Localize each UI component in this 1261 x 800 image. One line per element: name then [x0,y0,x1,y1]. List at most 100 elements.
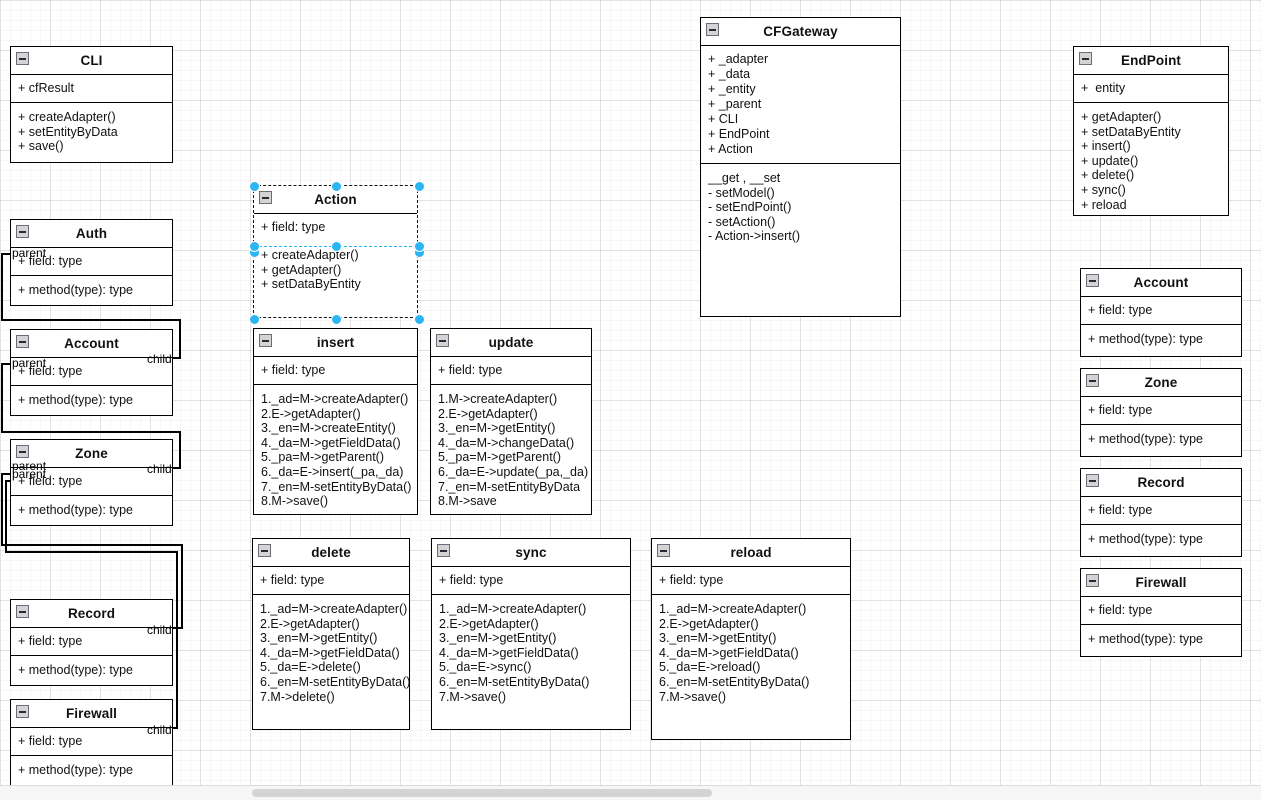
edge-label-auth-parent: parent [12,246,47,260]
operation-row: + setDataByEntity [1081,124,1181,139]
class-name-label: Account [1133,275,1189,290]
class-box-firewall-left[interactable]: Firewall+ field: type+ method(type): typ… [10,699,173,786]
resize-handle-mid-0[interactable] [248,240,260,252]
attribute-row: + field: type [439,573,504,587]
operation-row: 1.M->createAdapter() [438,392,558,406]
attribute-row: + field: type [18,634,83,648]
class-box-zone-right[interactable]: Zone+ field: type+ method(type): type [1080,368,1242,457]
class-title-bar: insert [254,329,417,357]
attribute-row: + Action [708,142,753,156]
class-name-label: Auth [75,226,108,241]
collapse-minus-icon[interactable] [16,225,29,238]
collapse-minus-icon[interactable] [16,52,29,65]
class-name-label: Action [314,192,357,207]
collapse-minus-icon[interactable] [259,191,272,204]
operation-row: 2.E->getAdapter() [439,616,539,631]
operation-row: 4._da=M->getFieldData() [439,645,579,660]
collapse-minus-icon[interactable] [258,544,271,557]
operation-row: + sync() [1081,182,1126,197]
resize-handle-mid-1[interactable] [331,240,342,252]
class-title-bar: delete [253,539,409,567]
attributes-compartment: + field: type [432,567,630,595]
operation-row: 5._da=E->sync() [439,660,532,675]
resize-handle-mid-2[interactable] [413,240,425,252]
collapse-minus-icon[interactable] [259,334,272,347]
class-box-reload[interactable]: reload + field: type 1._ad=M->createAdapte… [651,538,851,740]
operations-compartment: + method(type): type [11,276,172,304]
operations-compartment: + method(type): type [1081,625,1241,653]
attributes-compartment: + field: type [254,214,417,241]
operation-row: 5._pa=M->getParent() [438,450,561,465]
class-box-auth[interactable]: Auth+ field: type+ method(type): type [10,219,173,306]
horizontal-scrollbar[interactable] [0,785,1261,800]
class-box-firewall-right[interactable]: Firewall+ field: type+ method(type): typ… [1080,568,1242,657]
class-box-cfgateway[interactable]: CFGateway+ _adapter+ _data+ _entity+ _pa… [700,17,901,317]
collapse-minus-icon[interactable] [1079,52,1092,65]
collapse-minus-icon[interactable] [437,544,450,557]
operation-row: 2.E->getAdapter() [260,616,360,631]
attribute-row: + field: type [18,734,83,748]
resize-handle-sw[interactable] [248,313,260,325]
attributes-compartment: + entity [1074,75,1228,103]
class-name-label: CFGateway [763,24,838,39]
edge-label-account-child: child [147,352,172,366]
horizontal-scrollbar-thumb[interactable] [252,789,712,797]
class-title-bar: EndPoint [1074,47,1228,75]
class-title-bar: Zone [1081,369,1241,397]
operations-compartment: 1._ad=M->createAdapter()2.E->getAdapter(… [652,595,850,710]
operation-row: 6._en=M-setEntityByData() [439,674,590,689]
operation-row: __get , __set [708,171,781,185]
class-name-label: reload [730,545,772,560]
class-name-label: insert [316,335,355,350]
attributes-compartment: + field: type [1081,297,1241,325]
operation-row: 1._ad=M->createAdapter() [260,602,408,616]
operations-compartment: + getAdapter()+ setDataByEntity+ insert(… [1074,103,1228,218]
attribute-row: + EndPoint [708,127,770,141]
class-box-record-left[interactable]: Record+ field: type+ method(type): type [10,599,173,686]
operation-row: 7.M->save() [659,689,727,704]
collapse-minus-icon[interactable] [706,23,719,36]
operation-row: 2.E->getAdapter() [438,406,538,421]
class-name-label: update [488,335,534,350]
collapse-minus-icon[interactable] [436,334,449,347]
attribute-row: + field: type [1088,503,1153,517]
collapse-minus-icon[interactable] [1086,274,1099,287]
collapse-minus-icon[interactable] [16,335,29,348]
collapse-minus-icon[interactable] [1086,474,1099,487]
operation-row: 3._en=M->getEntity() [438,421,556,436]
resize-handle-se[interactable] [413,313,425,325]
class-box-action[interactable]: Action+ field: type+ createAdapter()+ ge… [248,180,425,325]
resize-handle-n[interactable] [331,180,342,192]
collapse-minus-icon[interactable] [16,445,29,458]
collapse-minus-icon[interactable] [1086,574,1099,587]
resize-handle-nw[interactable] [248,180,260,192]
operation-row: + setEntityByData [18,124,118,139]
operations-compartment: + method(type): type [1081,325,1241,353]
class-box-record-right[interactable]: Record+ field: type+ method(type): type [1080,468,1242,557]
edge-label-firewall-child: child [147,723,172,737]
operations-compartment: + method(type): type [11,386,172,414]
operation-row: + method(type): type [1088,332,1203,346]
operations-compartment: + method(type): type [11,756,172,784]
collapse-minus-icon[interactable] [1086,374,1099,387]
operation-row: + getAdapter() [1081,110,1162,124]
resize-handle-ne[interactable] [413,180,425,192]
class-box-account-left[interactable]: Account+ field: type+ method(type): type [10,329,173,416]
operations-compartment: 1._ad=M->createAdapter()2.E->getAdapter(… [253,595,410,710]
resize-handle-s[interactable] [331,313,342,325]
collapse-minus-icon[interactable] [16,605,29,618]
class-box-account-right[interactable]: Account + field: type + method(type): type [1080,268,1242,357]
class-box-endpoint[interactable]: EndPoint+ entity+ getAdapter()+ setDataB… [1073,46,1229,216]
collapse-minus-icon[interactable] [16,705,29,718]
collapse-minus-icon[interactable] [657,544,670,557]
operation-row: + method(type): type [18,663,133,677]
class-box-cli[interactable]: CLI+ cfResult+ createAdapter()+ setEntit… [10,46,173,163]
attribute-row: + field: type [659,573,724,587]
class-name-label: Zone [75,446,108,461]
class-box-zone-left[interactable]: Zone+ field: type+ method(type): type [10,439,173,526]
